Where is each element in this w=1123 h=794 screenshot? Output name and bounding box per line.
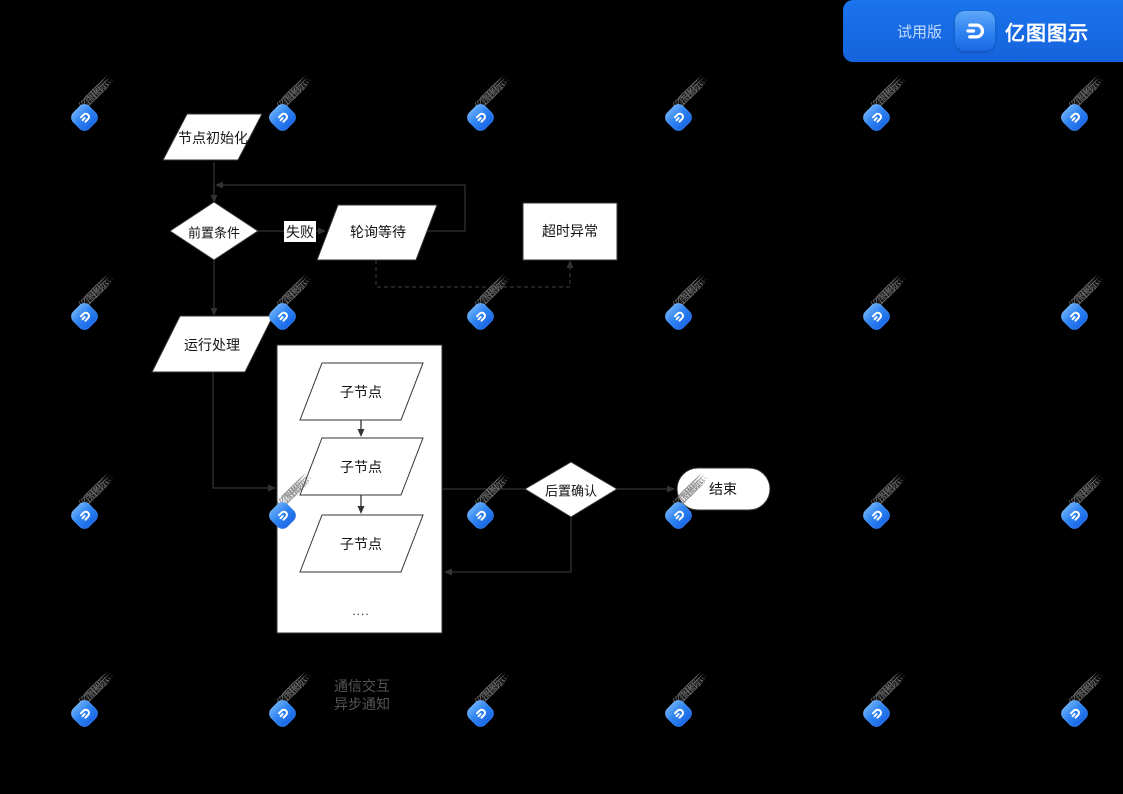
node-shape-child-1[interactable] (299, 362, 424, 421)
node-shape-end[interactable] (676, 467, 771, 511)
node-shape-post-confirm[interactable] (524, 461, 618, 518)
node-shape-child-3[interactable] (299, 514, 424, 573)
trial-version-label: 试用版 (897, 23, 943, 41)
brand-name: 亿图图示 (1005, 22, 1090, 45)
node-shape-init[interactable] (162, 113, 263, 161)
node-shape-run-process[interactable] (151, 315, 274, 373)
node-shape-child-2[interactable] (299, 437, 424, 496)
connector-run-to-container[interactable] (212, 372, 276, 492)
annotation-communication: 通信交互 (334, 678, 390, 694)
edraw-logo-icon (955, 11, 996, 51)
connector-polling-loopback[interactable] (215, 181, 466, 232)
connector-polling-to-timeout-dashed[interactable] (375, 260, 574, 288)
edge-label-fail[interactable]: 失败 (284, 221, 316, 242)
node-shape-polling-wait[interactable] (316, 204, 438, 261)
annotation-async-notify: 异步通知 (334, 696, 390, 712)
node-shape-precondition[interactable] (169, 201, 259, 261)
trial-badge[interactable]: 试用版 亿图图示 (843, 0, 1123, 62)
connector-postconfirm-loopback[interactable] (444, 517, 572, 576)
node-shape-timeout-exception[interactable] (522, 202, 618, 261)
